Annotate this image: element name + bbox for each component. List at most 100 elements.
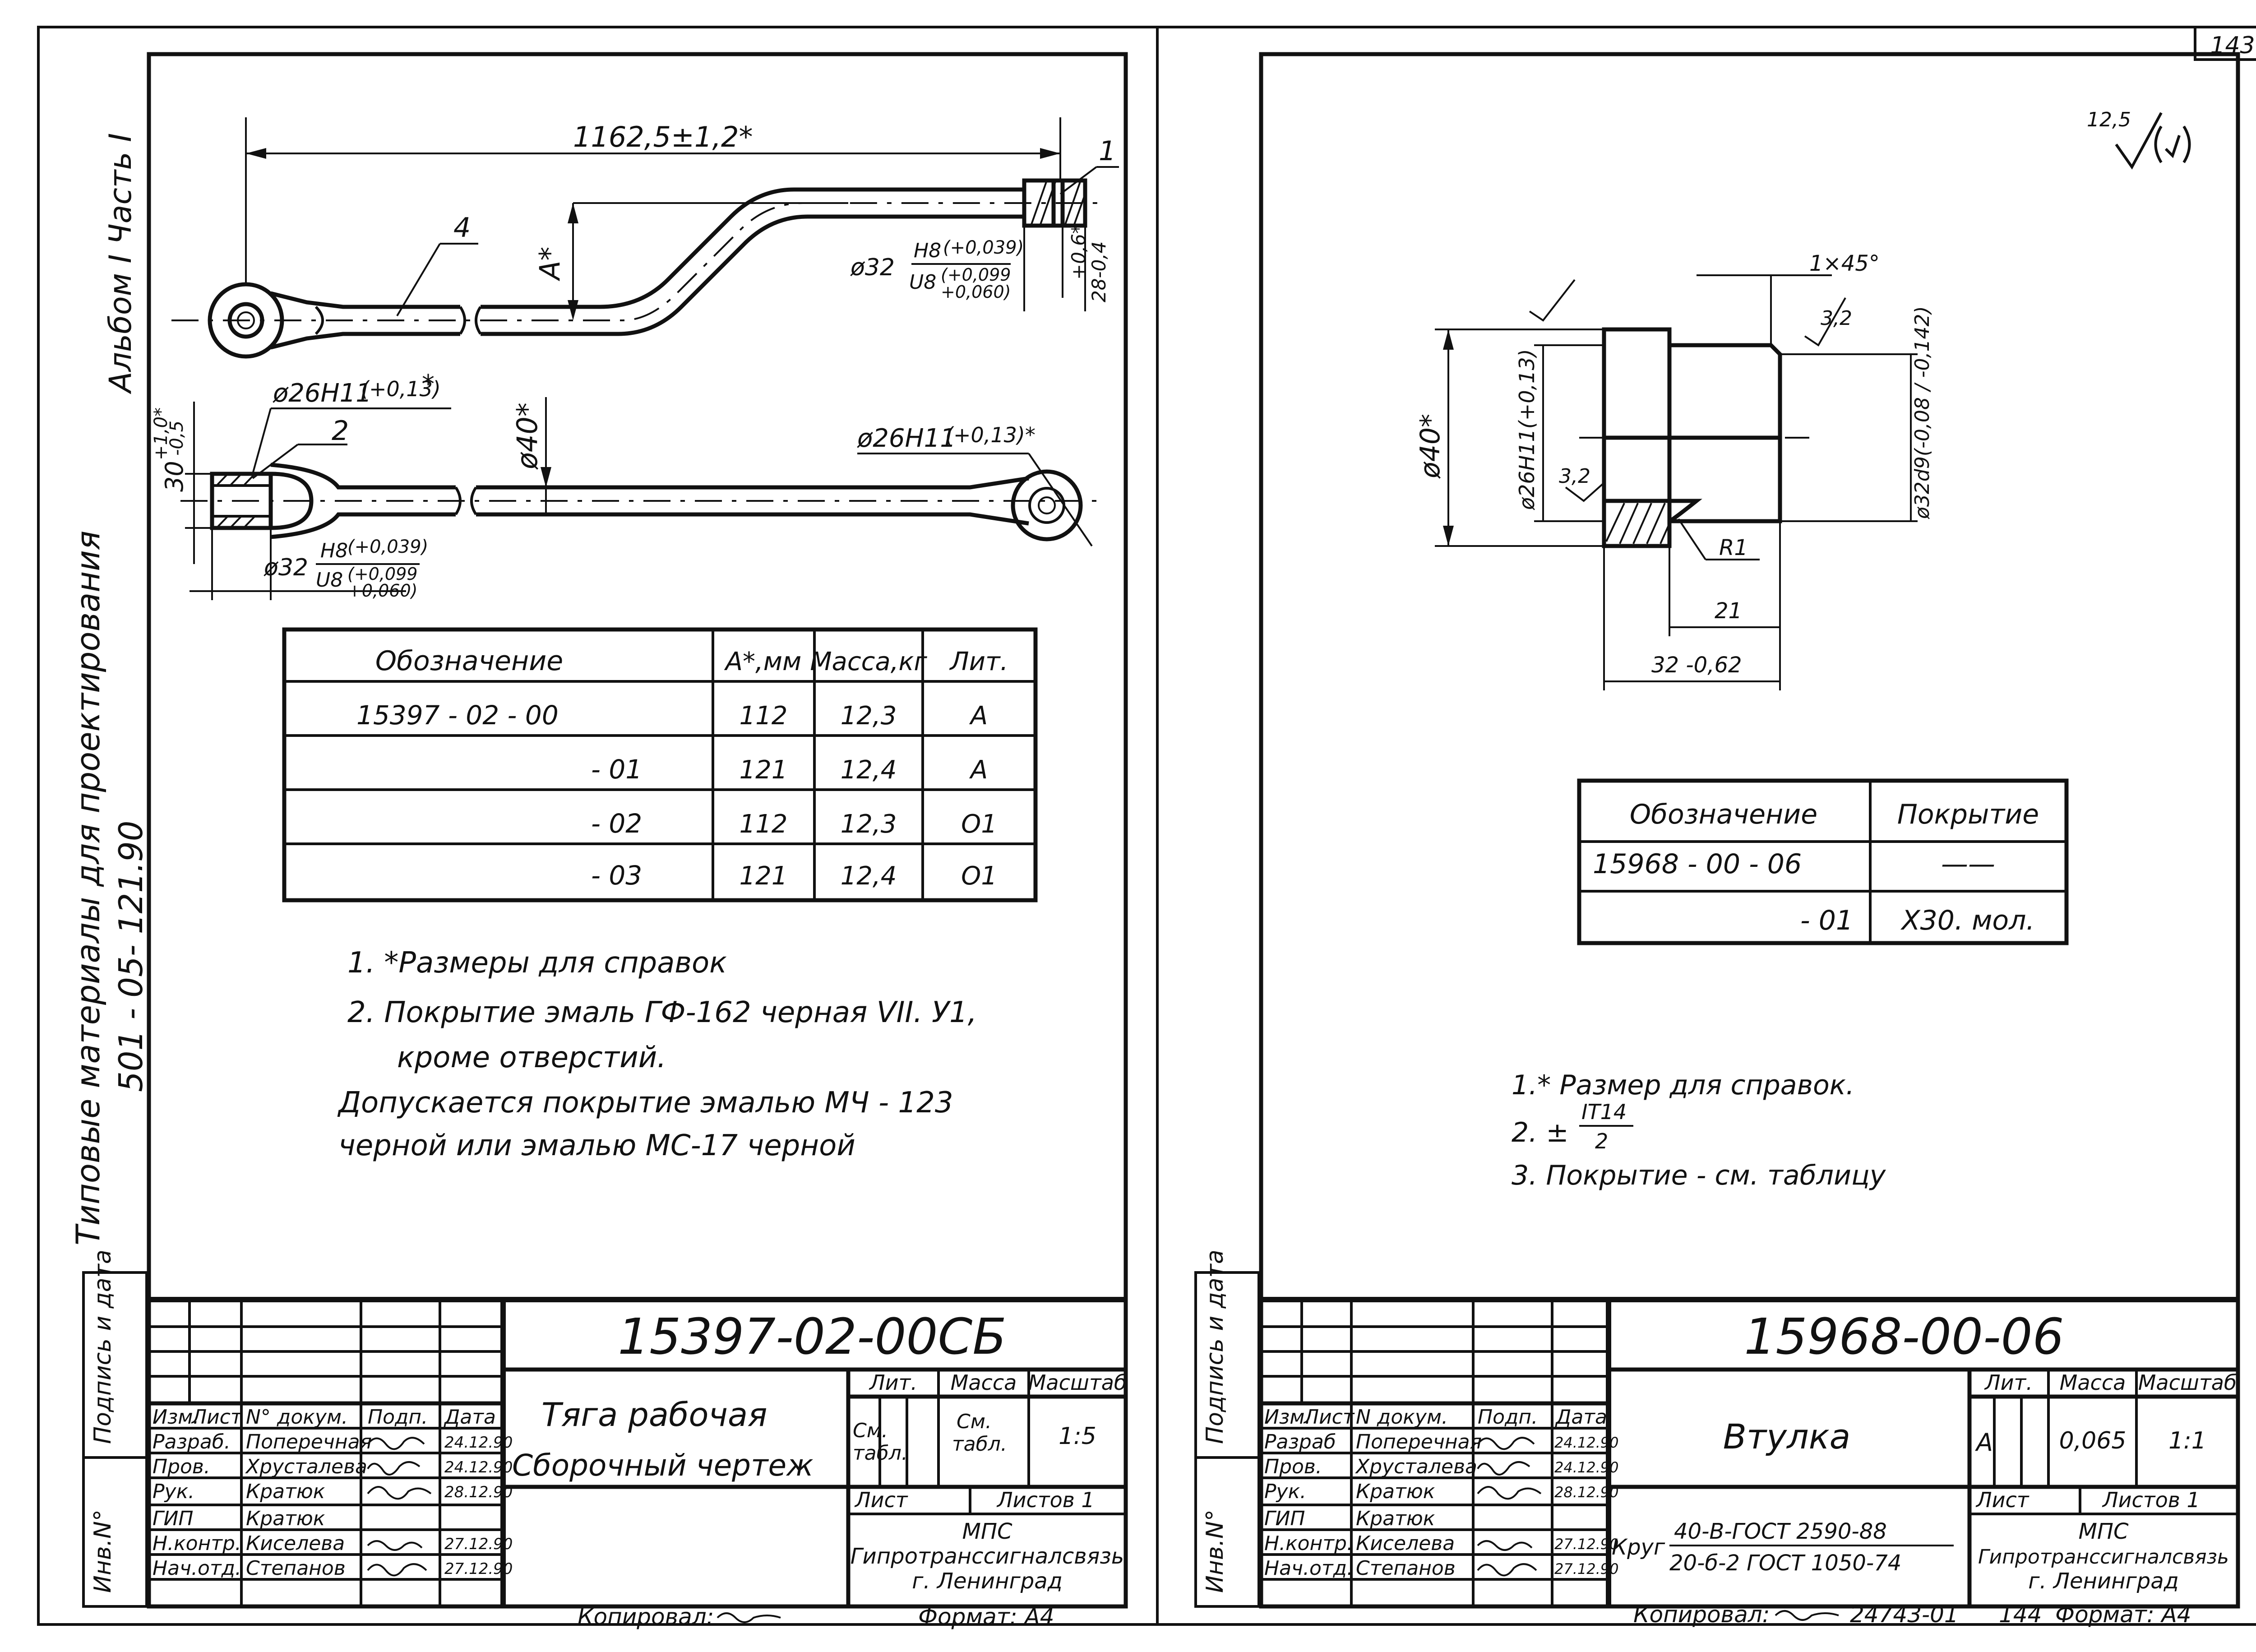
tb-right-scale-value: 1:1 xyxy=(2168,1427,2206,1454)
roughness-symbol xyxy=(2115,112,2163,170)
left-doc-number: 15397-02-00СБ xyxy=(618,1308,1007,1365)
coating-row-1-designation: 15968 - 00 - 06 xyxy=(1593,848,1802,880)
tb-left-lit-value-b: табл. xyxy=(853,1442,908,1465)
tb-right-lit-value: А xyxy=(1975,1428,1993,1457)
tb-right-role-4: ГИП xyxy=(1264,1507,1305,1530)
left-copied-label: Копировал: xyxy=(578,1604,714,1630)
coating-header-designation: Обозначение xyxy=(1630,799,1817,830)
tb-right-person-2: Хрусталева xyxy=(1355,1455,1477,1478)
tb-left-role-5: Н.контр. xyxy=(153,1532,241,1555)
left-note-3-cont: черной или эмалью МС-17 черной xyxy=(338,1129,855,1162)
roughness-value: 12,5 xyxy=(2087,108,2131,131)
tb-left-date-5: 27.12.90 xyxy=(444,1535,513,1553)
stamp-sign-date-left: Подпись и дата xyxy=(89,1249,116,1444)
tb-right-col-date: Дата xyxy=(1555,1406,1607,1429)
tb-left-role-3: Рук. xyxy=(153,1480,194,1503)
tb-left-date-3: 28.12.90 xyxy=(444,1483,513,1501)
coating-row-2-coating: Х30. мол. xyxy=(1900,905,2035,936)
table-row-1-a: 112 xyxy=(740,701,788,731)
left-note-1: 1. *Размеры для справок xyxy=(347,946,727,980)
left-part-name: Тяга рабочая xyxy=(541,1396,767,1434)
fit-dia-top: ø32 xyxy=(850,254,895,281)
left-note-2-cont: кроме отверстий. xyxy=(397,1041,666,1074)
rod-side-view: 2 ø26H11 (+0,13) * ø26H11 (+0,13)* ø40* … xyxy=(151,370,1101,601)
fit-u8-top-tol-b: +0,060) xyxy=(941,282,1011,302)
fit-h8-bot-tol: (+0,039) xyxy=(347,537,428,557)
tb-right-person-3: Кратюк xyxy=(1356,1480,1435,1503)
fit-u8-top-tol-a: (+0,099 xyxy=(941,265,1011,285)
pos-4-label: 4 xyxy=(453,212,471,244)
right-doc-number: 15968-00-06 xyxy=(1744,1308,2064,1365)
material-line-1: 40-В-ГОСТ 2590-88 xyxy=(1674,1519,1887,1544)
table-row-1-designation: 15397 - 02 - 00 xyxy=(356,700,559,731)
tb-left-col-date: Дата xyxy=(444,1406,496,1429)
tb-left-col-izm: Изм. xyxy=(153,1406,199,1429)
tb-right-org-3: г. Ленинград xyxy=(2028,1569,2179,1594)
table-row-2-designation: - 01 xyxy=(591,754,642,785)
table-row-2-mass: 12,4 xyxy=(841,755,897,785)
table-row-4-mass: 12,4 xyxy=(841,861,897,891)
tb-left-date-2: 24.12.90 xyxy=(444,1458,513,1476)
dia40-right: ø40* xyxy=(1415,414,1446,479)
fit-u8-bot: U8 xyxy=(316,569,343,592)
tb-left-sheets-label: Листов 1 xyxy=(996,1488,1095,1512)
tb-left-col-sign: Подп. xyxy=(368,1406,428,1429)
tb-right-role-1: Разраб xyxy=(1264,1430,1336,1453)
tb-left-org-1: МПС xyxy=(962,1519,1012,1544)
tb-left-person-1: Поперечная xyxy=(246,1430,372,1453)
tb-left-date-6: 27.12.90 xyxy=(444,1560,513,1578)
pos-2-label: 2 xyxy=(332,415,349,447)
tb-left-lit-label: Лит. xyxy=(869,1370,917,1395)
variants-table: Обозначение A*,мм Масса,кг Лит. 15397 - … xyxy=(282,627,1038,902)
tb-left-col-list: Лист xyxy=(191,1406,243,1429)
width30-tol-top: +1,0* xyxy=(151,407,171,460)
fit-dia-bot: ø32 xyxy=(264,554,308,581)
series-number: 501 - 05- 121.90 xyxy=(112,820,150,1092)
table-row-4-lit: О1 xyxy=(961,861,997,891)
tb-right-mass-label: Масса xyxy=(2060,1370,2126,1395)
tb-right-person-5: Киселева xyxy=(1356,1532,1455,1555)
rough-a: 3,2 xyxy=(1821,307,1852,330)
tb-left-lit-value-a: См. xyxy=(853,1419,888,1442)
tb-right-date-6: 27.12.90 xyxy=(1554,1560,1619,1578)
coating-row-2-designation: - 01 xyxy=(1800,905,1853,936)
hole-a-star: * xyxy=(422,370,435,399)
len32-dim: 32 -0,62 xyxy=(1651,652,1742,678)
tb-left-mass-value-a: См. xyxy=(957,1410,992,1433)
fit-u8-top: U8 xyxy=(909,271,936,294)
tb-right-person-4: Кратюк xyxy=(1356,1507,1435,1530)
right-note-2-numerator: IT14 xyxy=(1581,1100,1627,1124)
tb-right-sheet-label: Лист xyxy=(1975,1488,2029,1512)
page-code: 144 xyxy=(1999,1601,2042,1628)
tb-left-scale-label: Масштаб xyxy=(1028,1370,1127,1395)
tb-left-mass-value-b: табл. xyxy=(952,1433,1007,1456)
tb-right-org-1: МПС xyxy=(2078,1519,2129,1544)
fit-h8-top: H8 xyxy=(914,239,941,262)
tb-right-sheets-label: Листов 1 xyxy=(2102,1488,2200,1512)
tb-left-mass-label: Масса xyxy=(951,1370,1017,1395)
table-row-4-designation: - 03 xyxy=(591,860,642,891)
fit-u8-bot-tol-a: (+0,099 xyxy=(347,564,417,584)
right-format-label: Формат: А4 xyxy=(2055,1601,2191,1628)
tb-left-person-5: Киселева xyxy=(246,1532,345,1555)
tb-right-person-6: Степанов xyxy=(1356,1557,1456,1580)
table-row-3-mass: 12,3 xyxy=(841,810,897,839)
table-row-1-lit: А xyxy=(969,701,988,731)
hole-b-tol: (+0,13)* xyxy=(945,423,1036,447)
right-note-3: 3. Покрытие - см. таблицу xyxy=(1512,1160,1886,1191)
copy-number: 24743-01 xyxy=(1850,1601,1959,1628)
right-part-name: Втулка xyxy=(1723,1416,1850,1457)
album-label: Альбом I Часть I xyxy=(103,133,139,394)
bore-dim: ø26H11(+0,13) xyxy=(1515,349,1539,510)
fit-h8-top-tol: (+0,039) xyxy=(943,237,1024,258)
right-title-block: Изм. Лист N докум. Подп. Дата Разраб Про… xyxy=(1261,1297,2238,1628)
dim-28: 28-0,4 xyxy=(1088,241,1110,302)
fit-h8-bot: H8 xyxy=(320,539,348,562)
material-line-2: 20-б-2 ГОСТ 1050-74 xyxy=(1669,1550,1901,1576)
table-header-mass: Масса,кг xyxy=(810,647,927,676)
hole-b-dim: ø26H11 xyxy=(857,424,956,453)
tb-right-role-5: Н.контр. xyxy=(1264,1532,1353,1555)
tb-right-date-1: 24.12.90 xyxy=(1554,1434,1619,1451)
tb-left-sheet-label: Лист xyxy=(854,1488,908,1512)
